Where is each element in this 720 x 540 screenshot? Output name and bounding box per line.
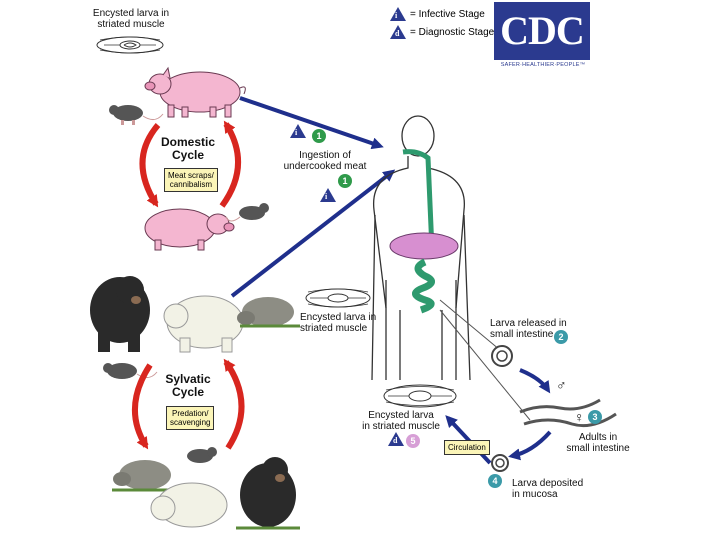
- legend-infective: i = Infective Stage: [390, 7, 485, 21]
- small-intestine: [415, 262, 431, 310]
- pig-top: [145, 68, 245, 117]
- ingestion-arrow-domestic: [240, 98, 380, 146]
- step-5-badge: 5: [406, 434, 420, 448]
- diagnostic-stage-icon-step5: d: [388, 432, 404, 446]
- legend-diagnostic-label: = Diagnostic Stage: [410, 27, 494, 38]
- rat-sylvatic-right: [187, 447, 217, 463]
- released-larva: [492, 346, 512, 366]
- wild-boar-bottom: [112, 460, 176, 490]
- step-2-badge: 2: [554, 330, 568, 344]
- ingestion-infective-icon-1: i: [290, 124, 306, 138]
- deposited-larva: [492, 455, 508, 471]
- cdc-logo: CDC SAFER·HEALTHIER·PEOPLE™: [492, 2, 594, 70]
- rat-domestic-right: [226, 203, 269, 221]
- black-bear-top: [90, 276, 150, 352]
- arrow-larva-to-adults: [520, 370, 548, 390]
- legend-infective-label: = Infective Stage: [410, 9, 485, 20]
- pig-bottom: [145, 209, 234, 250]
- muscle-texture-top: [97, 37, 163, 53]
- rat-domestic-left: [109, 105, 163, 125]
- arrow-adults-to-mucosa: [512, 432, 550, 456]
- diagnostic-stage-icon: d: [390, 25, 406, 39]
- adult-worms: [520, 400, 616, 426]
- circulation-label: Circulation: [444, 440, 490, 455]
- sylvatic-cycle-note: Predation/scavenging: [166, 406, 214, 430]
- male-symbol: ♂: [556, 378, 567, 392]
- infective-stage-icon: i: [390, 7, 406, 21]
- female-symbol: ♀: [574, 410, 585, 424]
- muscle-texture-sylvatic: [306, 289, 370, 307]
- step-3-badge: 3: [588, 410, 602, 424]
- sylvatic-cycle-arrow-right: [226, 362, 242, 448]
- legend-diagnostic: d = Diagnostic Stage: [390, 25, 494, 39]
- ingestion-arrow-sylvatic: [232, 172, 392, 296]
- step-1-badge-2: 1: [338, 174, 352, 188]
- ingestion-infective-icon-2: i: [320, 188, 336, 202]
- polar-bear-top: [164, 296, 243, 352]
- step-4-badge: 4: [488, 474, 502, 488]
- step-1-badge: 1: [312, 129, 326, 143]
- black-bear-bottom: [236, 457, 300, 528]
- cdc-logo-text: CDC: [494, 2, 590, 60]
- cdc-tagline: SAFER·HEALTHIER·PEOPLE™: [492, 62, 594, 68]
- wild-boar-top: [237, 297, 300, 327]
- muscle-texture-human: [384, 385, 456, 407]
- liver: [390, 233, 458, 259]
- domestic-cycle-note: Meat scraps/cannibalism: [164, 168, 218, 192]
